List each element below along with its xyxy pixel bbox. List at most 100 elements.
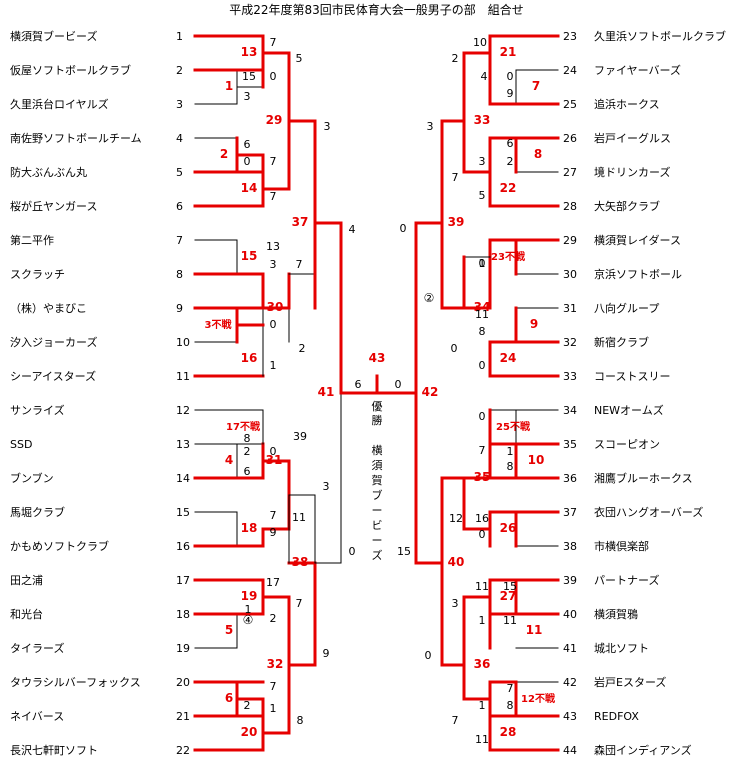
team-name: 京浜ソフトボール xyxy=(594,267,682,281)
match-score: 1 xyxy=(245,603,252,616)
game-number: 25不戦 xyxy=(496,420,531,433)
match-score: 2 xyxy=(507,155,514,168)
match-score: 2 xyxy=(244,445,251,458)
team-number: 35 xyxy=(563,438,577,451)
team-number: 25 xyxy=(563,98,577,111)
team-name: 岩戸Eスターズ xyxy=(594,675,666,689)
match-score: 0 xyxy=(244,155,251,168)
team-name: スコーピオン xyxy=(594,438,660,451)
game-number: 23不戦 xyxy=(491,250,526,263)
game-number: 32 xyxy=(267,657,284,671)
team-number: 14 xyxy=(176,472,190,485)
match-score: 4 xyxy=(481,70,488,83)
champion-name: ブ xyxy=(372,488,383,502)
match-score: 9 xyxy=(507,87,514,100)
team-number: 13 xyxy=(176,438,190,451)
team-name: 久里浜台ロイヤルズ xyxy=(10,97,109,111)
game-number: 15 xyxy=(241,249,258,263)
team-name: 新宿クラブ xyxy=(594,335,649,349)
team-number: 1 xyxy=(176,30,183,43)
match-score: 0 xyxy=(479,528,486,541)
game-number: 4 xyxy=(225,453,233,467)
game-number: 9 xyxy=(530,317,538,331)
team-number: 16 xyxy=(176,540,190,553)
circled-mark: ② xyxy=(424,291,435,305)
game-number: 11 xyxy=(526,623,543,637)
team-number: 21 xyxy=(176,710,190,723)
team-number: 22 xyxy=(176,744,190,757)
team-number: 37 xyxy=(563,506,577,519)
team-name: 仮屋ソフトボールクラブ xyxy=(10,63,131,77)
team-number: 34 xyxy=(563,404,577,417)
team-name: 衣団ハングオーバーズ xyxy=(594,505,703,519)
team-number: 15 xyxy=(176,506,190,519)
game-number: 14 xyxy=(241,181,258,195)
team-name: （株）やまびこ xyxy=(10,301,87,315)
match-score: 11 xyxy=(475,733,489,746)
match-score: 16 xyxy=(475,512,489,525)
game-number: 10 xyxy=(528,453,545,467)
match-score: 7 xyxy=(479,444,486,457)
match-score: 0 xyxy=(270,70,277,83)
match-score: 0 xyxy=(479,410,486,423)
game-number: 40 xyxy=(448,555,465,569)
match-score: 2 xyxy=(452,52,459,65)
match-score: 3 xyxy=(427,120,434,133)
match-score: 7 xyxy=(270,190,277,203)
match-score: 9 xyxy=(270,526,277,539)
team-number: 5 xyxy=(176,166,183,179)
match-score: 8 xyxy=(507,699,514,712)
game-number: 1 xyxy=(225,79,233,93)
match-score: 2 xyxy=(244,699,251,712)
game-number: 41 xyxy=(318,385,335,399)
team-number: 28 xyxy=(563,200,577,213)
team-name: 市横倶楽部 xyxy=(594,539,649,553)
team-name: タイラーズ xyxy=(10,641,64,655)
champion-name: ビ xyxy=(372,519,383,532)
match-score: 3 xyxy=(479,155,486,168)
match-score: 7 xyxy=(452,714,459,727)
team-name: 和光台 xyxy=(10,607,43,621)
team-number: 11 xyxy=(176,370,190,383)
team-name: 久里浜ソフトボールクラブ xyxy=(594,29,726,43)
team-number: 9 xyxy=(176,302,183,315)
game-number: 29 xyxy=(266,113,283,127)
match-score: 0 xyxy=(395,378,402,391)
game-number: 20 xyxy=(241,725,258,739)
game-number: 6 xyxy=(225,691,233,705)
match-score: 7 xyxy=(296,258,303,271)
game-number: 5 xyxy=(225,623,233,637)
game-number: 12不戦 xyxy=(521,692,556,705)
team-name: NEWオームズ xyxy=(594,403,664,417)
team-number: 4 xyxy=(176,132,183,145)
team-number: 39 xyxy=(563,574,577,587)
champion-name: 須 xyxy=(372,459,383,472)
match-score: 1 xyxy=(479,257,486,270)
page-title: 平成22年度第83回市民体育大会一般男子の部 組合せ xyxy=(229,3,524,17)
game-number: 39 xyxy=(448,215,465,229)
team-name: 城北ソフト xyxy=(594,642,649,655)
team-name: 馬堀クラブ xyxy=(10,505,65,519)
match-score: 11 xyxy=(475,580,489,593)
match-score: 3 xyxy=(244,90,251,103)
match-score: 11 xyxy=(475,308,489,321)
team-name: 八向グループ xyxy=(594,301,659,315)
team-name: シーアイスターズ xyxy=(10,369,96,383)
game-number: 22 xyxy=(500,181,517,195)
team-name: 大矢部クラブ xyxy=(594,199,660,213)
match-score: 17 xyxy=(266,576,280,589)
team-number: 31 xyxy=(563,302,577,315)
team-name: 横須賀レイダース xyxy=(594,233,681,247)
match-score: 3 xyxy=(270,258,277,271)
team-number: 2 xyxy=(176,64,183,77)
match-score: 1 xyxy=(270,359,277,372)
match-score: 6 xyxy=(244,465,251,478)
match-score: 6 xyxy=(244,138,251,151)
match-score: 1 xyxy=(479,699,486,712)
match-score: 10 xyxy=(473,36,487,49)
game-number: 27 xyxy=(500,589,517,603)
champion-name: ズ xyxy=(372,548,383,562)
team-number: 42 xyxy=(563,676,577,689)
team-name: 防大ぶんぶん丸 xyxy=(10,165,87,179)
